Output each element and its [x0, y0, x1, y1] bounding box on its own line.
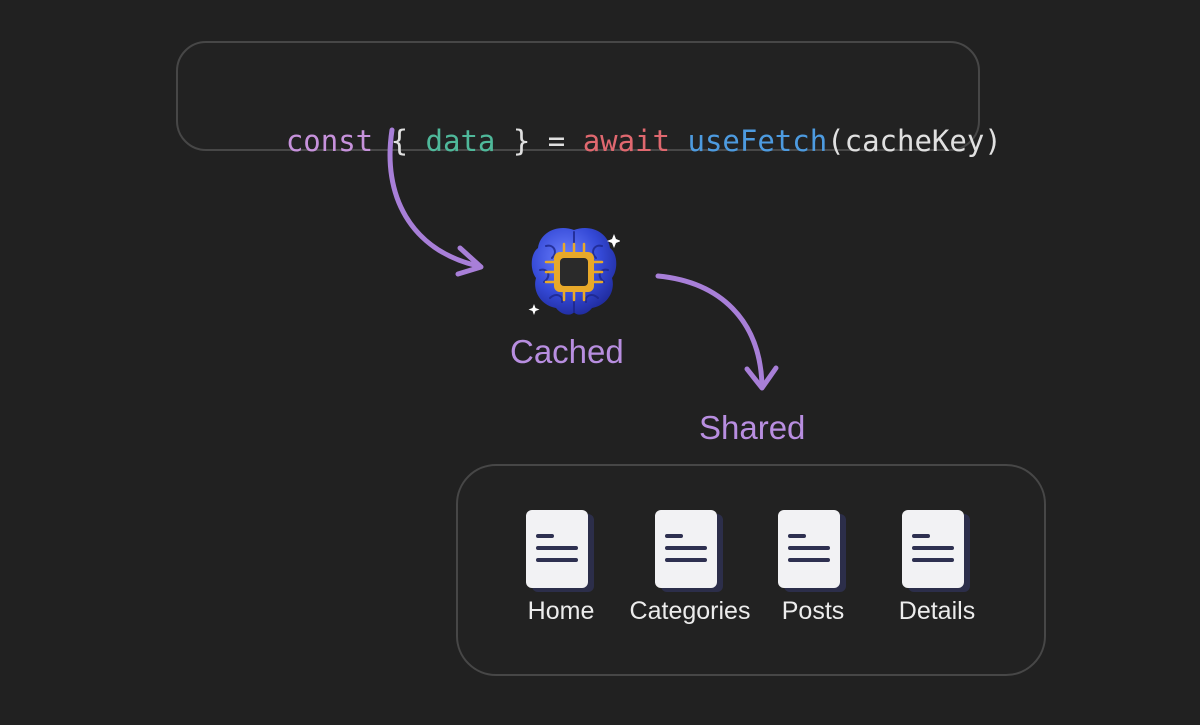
code-variable-data: data — [425, 124, 496, 158]
brain-chip-icon — [528, 228, 620, 315]
code-line: const { data } = await useFetch(cacheKey… — [216, 72, 1002, 158]
code-keyword-const: const — [285, 124, 374, 158]
page-label: Details — [898, 597, 976, 625]
document-icon — [902, 510, 970, 592]
page-home: Home — [491, 508, 631, 626]
shared-label: Shared — [699, 409, 806, 446]
arrow-code-to-cache — [387, 127, 481, 269]
document-icon — [778, 510, 846, 592]
page-label: Home — [527, 597, 595, 625]
cached-label: Cached — [510, 333, 624, 370]
page-posts: Posts — [743, 508, 883, 626]
page-label: Posts — [781, 597, 845, 625]
arrowhead-shared — [744, 365, 779, 391]
page-categories: Categories — [620, 508, 760, 626]
code-panel — [176, 41, 980, 151]
page-label: Categories — [629, 597, 751, 625]
document-icon — [526, 510, 594, 592]
page-details: Details — [867, 508, 1007, 626]
code-function-usefetch: useFetch — [687, 124, 828, 158]
code-punctuation: } = — [495, 124, 583, 158]
code-arguments: (cacheKey) — [827, 124, 1002, 158]
code-punctuation: { — [373, 124, 426, 158]
code-keyword-await: await — [582, 124, 671, 158]
document-icon — [655, 510, 723, 592]
arrowhead-cache — [455, 245, 484, 277]
arrow-cache-to-shared — [655, 273, 765, 388]
